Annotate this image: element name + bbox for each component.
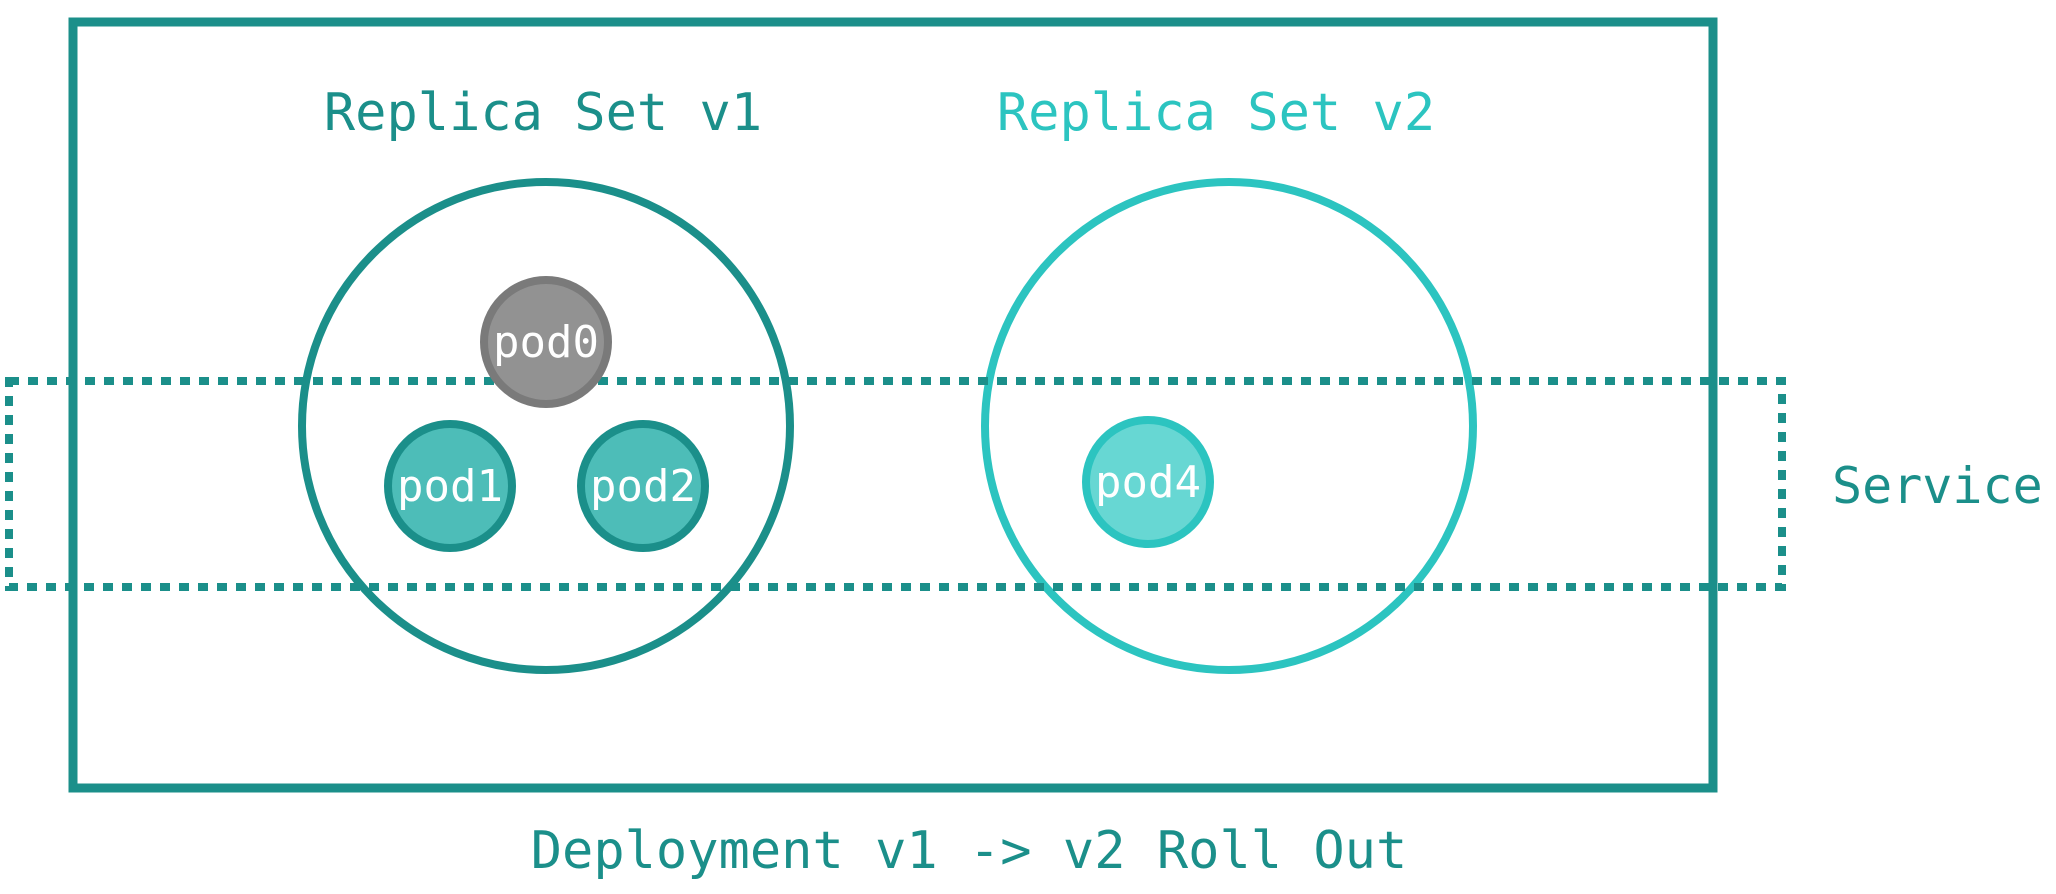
- replica-set-v1-circle: [298, 178, 794, 674]
- pod-pod1: pod1: [384, 420, 516, 552]
- pod-pod4: pod4: [1082, 416, 1214, 548]
- deployment-box: [68, 17, 1718, 793]
- pod1-circle: [384, 420, 516, 552]
- deployment-label: Deployment v1 -> v2 Roll Out: [531, 821, 1408, 881]
- pod0-circle: [480, 276, 612, 408]
- replica-set-v2-title: Replica Set v2: [997, 83, 1435, 143]
- pod4-circle: [1082, 416, 1214, 548]
- service-box: [5, 377, 1786, 591]
- service-label: Service: [1832, 457, 2043, 515]
- replica-set-v1-title: Replica Set v1: [324, 83, 762, 143]
- pod4-label: pod4: [1095, 457, 1201, 508]
- pod2-circle: [577, 420, 709, 552]
- pod-pod0: pod0: [480, 276, 612, 408]
- pod2-label: pod2: [590, 461, 696, 512]
- pod-pod2: pod2: [577, 420, 709, 552]
- pod0-label: pod0: [493, 317, 599, 368]
- pod1-label: pod1: [397, 461, 503, 512]
- replica-set-v2-circle: [981, 178, 1477, 674]
